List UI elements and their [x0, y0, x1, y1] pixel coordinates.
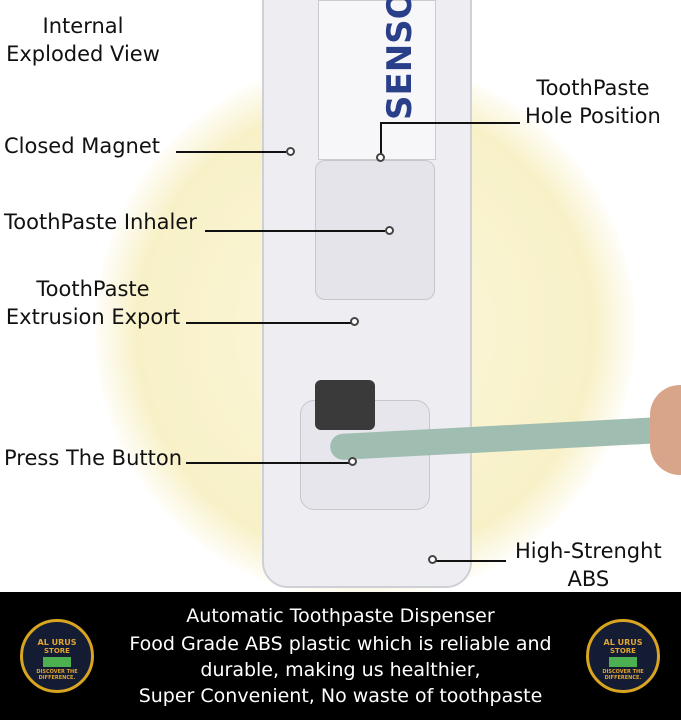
- inhaler-dot: [385, 226, 394, 235]
- extrusion-dot: [350, 317, 359, 326]
- banner-line-2: Food Grade ABS plastic which is reliable…: [129, 633, 552, 655]
- store-logo-left: AL URUS STORE DISCOVER THE DIFFERENCE.: [20, 619, 94, 693]
- store-logo-right: AL URUS STORE DISCOVER THE DIFFERENCE.: [586, 619, 660, 693]
- tube-brand: SENSO: [380, 0, 420, 120]
- magnet-leader: [176, 151, 286, 153]
- hole-dot: [376, 153, 385, 162]
- button-label: Press The Button: [4, 446, 183, 470]
- inhaler-leader: [205, 230, 385, 232]
- banner-line-1: Automatic Toothpaste Dispenser: [186, 605, 495, 627]
- abs-leader: [434, 560, 506, 562]
- abs-dot: [428, 555, 437, 564]
- banner-line-3: durable, making us healthier,: [200, 659, 481, 681]
- inhaler-label: ToothPaste Inhaler: [4, 210, 197, 234]
- button-leader: [186, 462, 349, 464]
- magnet-dot: [286, 147, 295, 156]
- magnet-label: Closed Magnet: [4, 134, 160, 158]
- hole-leader: [380, 122, 520, 124]
- button-dot: [348, 457, 357, 466]
- toothpaste-tube: [318, 0, 436, 160]
- extrusion-leader: [186, 322, 351, 324]
- toothbrush-bristles: [315, 380, 375, 430]
- hole-leader-v: [380, 122, 382, 154]
- hand: [650, 385, 681, 475]
- info-banner: [0, 592, 681, 720]
- banner-line-4: Super Convenient, No waste of toothpaste: [138, 685, 543, 707]
